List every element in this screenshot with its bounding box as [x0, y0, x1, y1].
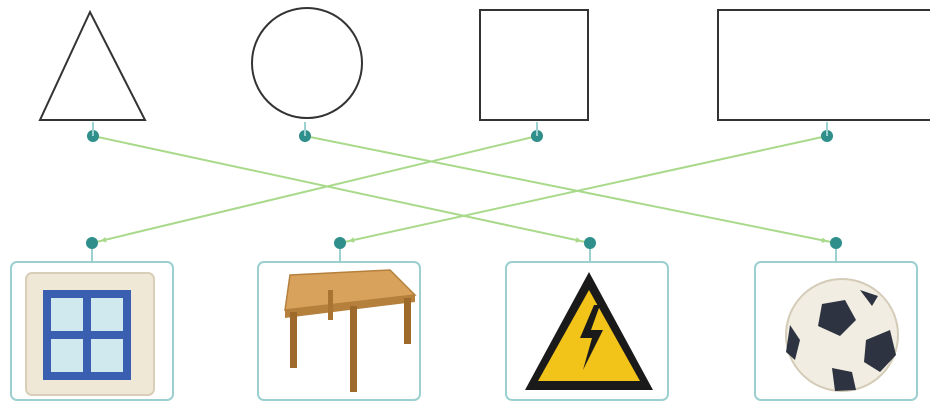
shape-anchor-dots [87, 122, 833, 142]
connector-line-triangle-warning-sign [92, 135, 591, 244]
arrowhead-warning-sign [575, 237, 582, 243]
arrowhead-soccer-ball [821, 237, 828, 244]
connector-lines [91, 135, 837, 244]
arrowhead-table [348, 237, 355, 243]
anchor-dot-table[interactable] [334, 237, 346, 249]
object-card-window[interactable] [10, 261, 174, 401]
square-shape [479, 9, 589, 121]
object-card-warning-sign[interactable] [505, 261, 669, 401]
soccer-ball-icon [785, 278, 899, 392]
rectangle-shape [717, 9, 930, 121]
connector-line-square-window [91, 135, 538, 244]
object-card-table[interactable] [257, 261, 421, 401]
arrowhead-window [100, 236, 107, 243]
object-anchor-dots [86, 237, 842, 262]
connector-line-rectangle-table [339, 135, 828, 244]
anchor-dot-soccer-ball[interactable] [830, 237, 842, 249]
connector-line-circle-soccer-ball [304, 135, 837, 244]
high-voltage-warning-icon [525, 272, 653, 390]
object-card-soccer-ball[interactable] [754, 261, 918, 401]
circle-shape [251, 7, 363, 119]
table-icon [284, 269, 417, 392]
anchor-dot-window[interactable] [86, 237, 98, 249]
window-icon [25, 272, 155, 396]
anchor-dot-warning-sign[interactable] [584, 237, 596, 249]
triangle-shape [38, 9, 147, 121]
